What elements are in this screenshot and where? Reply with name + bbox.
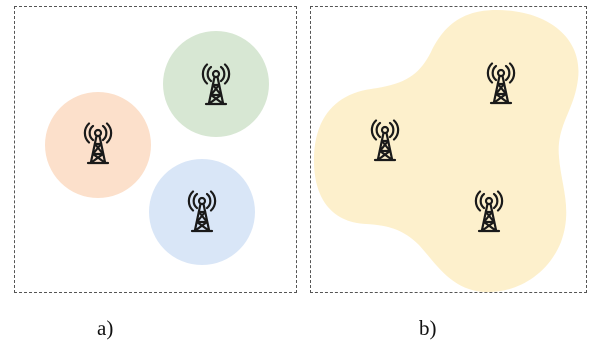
radio-tower-icon [83, 122, 113, 166]
radio-tower-icon [187, 190, 217, 234]
panel-a-coverage [45, 31, 269, 265]
radio-tower-icon [370, 119, 400, 163]
merged-coverage-area [313, 10, 579, 293]
caption-b: b) [419, 316, 437, 340]
caption-a: a) [97, 316, 114, 340]
radio-tower-icon [474, 190, 504, 234]
panel-b [310, 6, 587, 293]
panel-a [14, 6, 297, 293]
radio-tower-icon [486, 62, 516, 106]
radio-tower-icon [201, 63, 231, 107]
panel-b-coverage [313, 10, 579, 293]
